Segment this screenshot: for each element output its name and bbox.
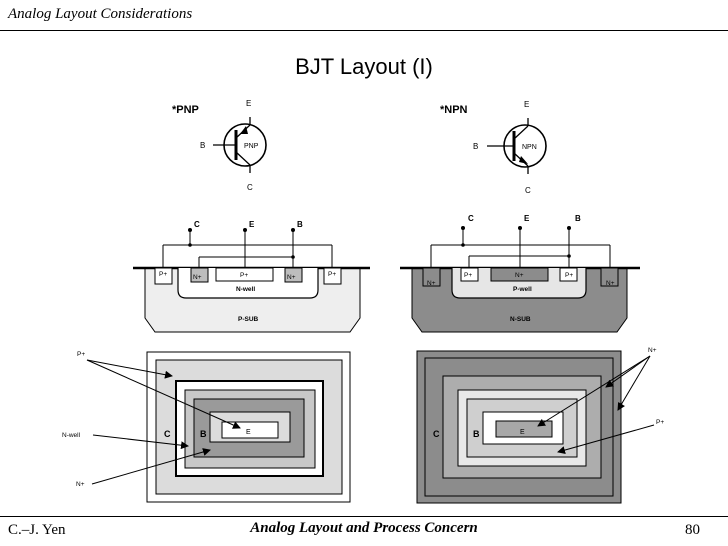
pnp-xs-terminal-e: E (249, 220, 255, 229)
npn-top-view: C B E N+ P+ (416, 347, 664, 504)
npn-top-c: C (433, 429, 440, 439)
pnp-xs-well: N-well (236, 286, 255, 293)
npn-cross-section: N+ P+ N+ P+ N+ P-well N-SUB C E B (400, 214, 640, 333)
pnp-symbol-b: B (200, 141, 205, 150)
pnp-cross-section: P+ N+ P+ N+ P+ N-well P-SUB C E B (133, 220, 370, 333)
pnp-symbol-e: E (246, 99, 251, 108)
pnp-type-label: *PNP (172, 104, 199, 116)
npn-symbol-e: E (524, 100, 529, 109)
npn-symbol-name: NPN (522, 144, 537, 151)
footer-course: Analog Layout and Process Concern (250, 520, 478, 536)
npn-top-ann-n: N+ (648, 347, 657, 354)
npn-symbol-b: B (473, 142, 478, 151)
npn-xs-n-right: N+ (606, 280, 615, 287)
pnp-xs-terminal-b: B (297, 220, 303, 229)
pnp-top-c: C (164, 429, 171, 439)
footer-page-number: 80 (685, 522, 700, 538)
pnp-top-ann-n: N+ (76, 481, 85, 488)
pnp-symbol: *PNP E B C PNP (172, 99, 267, 192)
npn-symbol: *NPN E B C NPN (440, 100, 547, 195)
npn-xs-terminal-e: E (524, 214, 530, 223)
npn-type-label: *NPN (440, 104, 468, 116)
npn-top-e: E (520, 429, 525, 436)
pnp-top-ann-nwell: N-well (62, 432, 81, 439)
header-rule (0, 30, 728, 31)
pnp-xs-p-center: P+ (240, 272, 248, 279)
pnp-xs-n-right: N+ (287, 274, 296, 281)
footer-author: C.–J. Yen (8, 522, 66, 538)
slide-title: BJT Layout (I) (295, 54, 433, 79)
npn-xs-well: P-well (513, 286, 532, 293)
pnp-xs-p-left: P+ (159, 271, 167, 278)
pnp-top-view: C B E P+ N-well N+ (62, 351, 351, 503)
pnp-xs-sub: P-SUB (238, 316, 259, 323)
pnp-top-b: B (200, 429, 207, 439)
footer-rule (0, 516, 728, 517)
npn-xs-p-right: P+ (565, 272, 573, 279)
npn-symbol-c: C (525, 186, 531, 195)
pnp-symbol-name: PNP (244, 143, 259, 150)
pnp-symbol-c: C (247, 183, 253, 192)
pnp-xs-terminal-c: C (194, 220, 200, 229)
npn-xs-terminal-c: C (468, 214, 474, 223)
pnp-top-e: E (246, 429, 251, 436)
npn-top-b: B (473, 429, 480, 439)
npn-xs-terminal-b: B (575, 214, 581, 223)
pnp-xs-n-left: N+ (193, 274, 202, 281)
npn-xs-p-left: P+ (464, 272, 472, 279)
pnp-xs-p-right: P+ (328, 271, 336, 278)
npn-xs-sub: N-SUB (510, 316, 531, 323)
npn-xs-n-center: N+ (515, 272, 524, 279)
pnp-top-ann-p: P+ (77, 351, 85, 358)
npn-xs-n-left: N+ (427, 280, 436, 287)
npn-top-ann-p: P+ (656, 419, 664, 426)
header-title: Analog Layout Considerations (8, 6, 193, 22)
